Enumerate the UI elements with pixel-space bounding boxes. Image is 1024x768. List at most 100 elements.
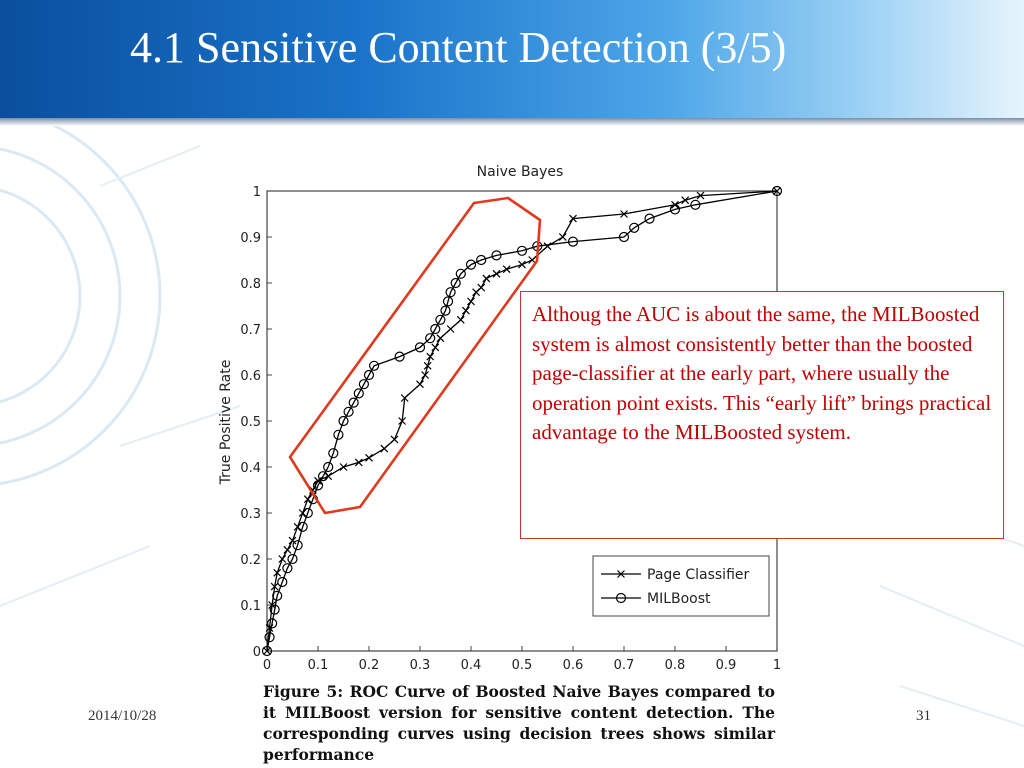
figure-caption: Figure 5: ROC Curve of Boosted Naive Bay… <box>263 681 775 765</box>
x-tick-label: 0.7 <box>614 658 635 673</box>
x-tick-label: 0.2 <box>359 658 380 673</box>
point-page-classifier <box>620 210 628 218</box>
point-milboost <box>516 245 528 256</box>
y-tick-label: 0.2 <box>240 553 261 568</box>
y-tick-label: 0.8 <box>240 277 261 292</box>
y-tick-label: 0.9 <box>240 231 261 246</box>
point-page-classifier <box>283 545 292 554</box>
point-milboost <box>338 415 349 427</box>
slide-title: 4.1 Sensitive Content Detection (3/5) <box>130 23 787 72</box>
point-page-classifier <box>446 325 455 333</box>
point-milboost <box>312 480 324 491</box>
y-tick-label: 0.3 <box>240 507 261 522</box>
point-page-classifier <box>461 306 470 315</box>
point-milboost <box>445 287 456 298</box>
point-milboost <box>348 397 359 408</box>
point-milboost <box>618 231 630 243</box>
point-milboost <box>394 351 405 362</box>
point-page-classifier <box>278 555 287 563</box>
x-tick-label: 1 <box>773 658 781 673</box>
x-tick-label: 0.9 <box>716 658 737 673</box>
x-tick-label: 0.1 <box>308 658 329 673</box>
point-page-classifier <box>696 191 705 200</box>
background-decoration <box>0 126 1024 727</box>
point-milboost <box>425 333 436 344</box>
chart-title: Naive Bayes <box>477 164 564 180</box>
y-tick-label: 1 <box>253 185 261 200</box>
y-tick-label: 0.4 <box>240 461 261 476</box>
point-milboost <box>430 323 441 335</box>
point-milboost <box>343 406 354 417</box>
point-milboost <box>369 360 380 371</box>
point-milboost <box>282 563 293 574</box>
point-page-classifier <box>543 242 552 251</box>
point-page-classifier <box>569 214 577 223</box>
series-line-page-classifier <box>266 190 778 652</box>
legend-marker-milboost <box>615 592 627 604</box>
point-page-classifier <box>421 371 430 379</box>
point-page-classifier <box>339 463 348 471</box>
legend-marker-page-classifier <box>617 570 625 578</box>
point-page-classifier <box>416 380 424 389</box>
early-lift-highlight <box>288 196 542 515</box>
y-tick-label: 0.5 <box>240 415 261 430</box>
point-page-classifier <box>273 568 282 577</box>
point-milboost <box>333 429 344 440</box>
y-tick-label: 0 <box>253 645 261 660</box>
legend-label-milboost: MILBoost <box>647 591 711 607</box>
point-page-classifier <box>324 472 333 481</box>
point-milboost <box>358 379 369 390</box>
x-tick-label: 0.5 <box>512 658 533 673</box>
point-milboost <box>476 254 487 266</box>
point-page-classifier <box>268 601 277 609</box>
point-page-classifier <box>482 274 491 283</box>
point-milboost <box>442 296 454 307</box>
point-milboost <box>317 471 329 482</box>
point-page-classifier <box>298 509 307 517</box>
point-milboost <box>440 305 451 316</box>
point-milboost <box>353 388 364 399</box>
point-page-classifier <box>303 495 312 504</box>
point-page-classifier <box>398 417 407 425</box>
x-tick-label: 0 <box>263 658 271 673</box>
point-page-classifier <box>467 297 475 306</box>
point-page-classifier <box>354 458 363 467</box>
x-tick-label: 0.6 <box>563 658 584 673</box>
point-page-classifier <box>492 269 501 278</box>
footer-date: 2014/10/28 <box>88 708 157 724</box>
series-line-milboost <box>266 190 778 652</box>
x-tick-label: 0.3 <box>410 658 431 673</box>
point-milboost <box>567 236 579 247</box>
y-tick-label: 0.1 <box>240 599 261 614</box>
y-tick-label: 0.6 <box>240 369 261 384</box>
point-page-classifier <box>380 444 389 453</box>
point-page-classifier <box>423 361 432 370</box>
point-milboost <box>261 645 273 657</box>
point-milboost <box>363 369 375 381</box>
point-milboost <box>690 199 701 210</box>
point-milboost <box>269 604 280 615</box>
x-tick-label: 0.8 <box>665 658 686 673</box>
point-milboost <box>328 448 339 459</box>
point-page-classifier <box>288 536 297 545</box>
point-page-classifier <box>365 453 373 462</box>
point-milboost <box>266 618 278 629</box>
page-number: 31 <box>916 708 931 724</box>
point-page-classifier <box>436 334 445 343</box>
caption-label: Figure 5: <box>263 682 344 701</box>
slide-header <box>0 0 1024 118</box>
point-milboost <box>435 314 446 325</box>
point-milboost <box>323 461 334 473</box>
caption-text: ROC Curve of Boosted Naive Bayes compare… <box>263 682 775 764</box>
point-page-classifier <box>681 196 690 205</box>
legend-box <box>592 555 770 617</box>
point-milboost <box>287 553 298 565</box>
y-tick-label: 0.7 <box>240 323 261 338</box>
point-page-classifier <box>502 265 511 274</box>
point-milboost <box>302 507 313 519</box>
point-milboost <box>272 590 283 601</box>
point-milboost <box>292 540 303 551</box>
point-page-classifier <box>518 260 526 269</box>
point-milboost <box>297 521 308 532</box>
point-milboost <box>491 250 502 261</box>
